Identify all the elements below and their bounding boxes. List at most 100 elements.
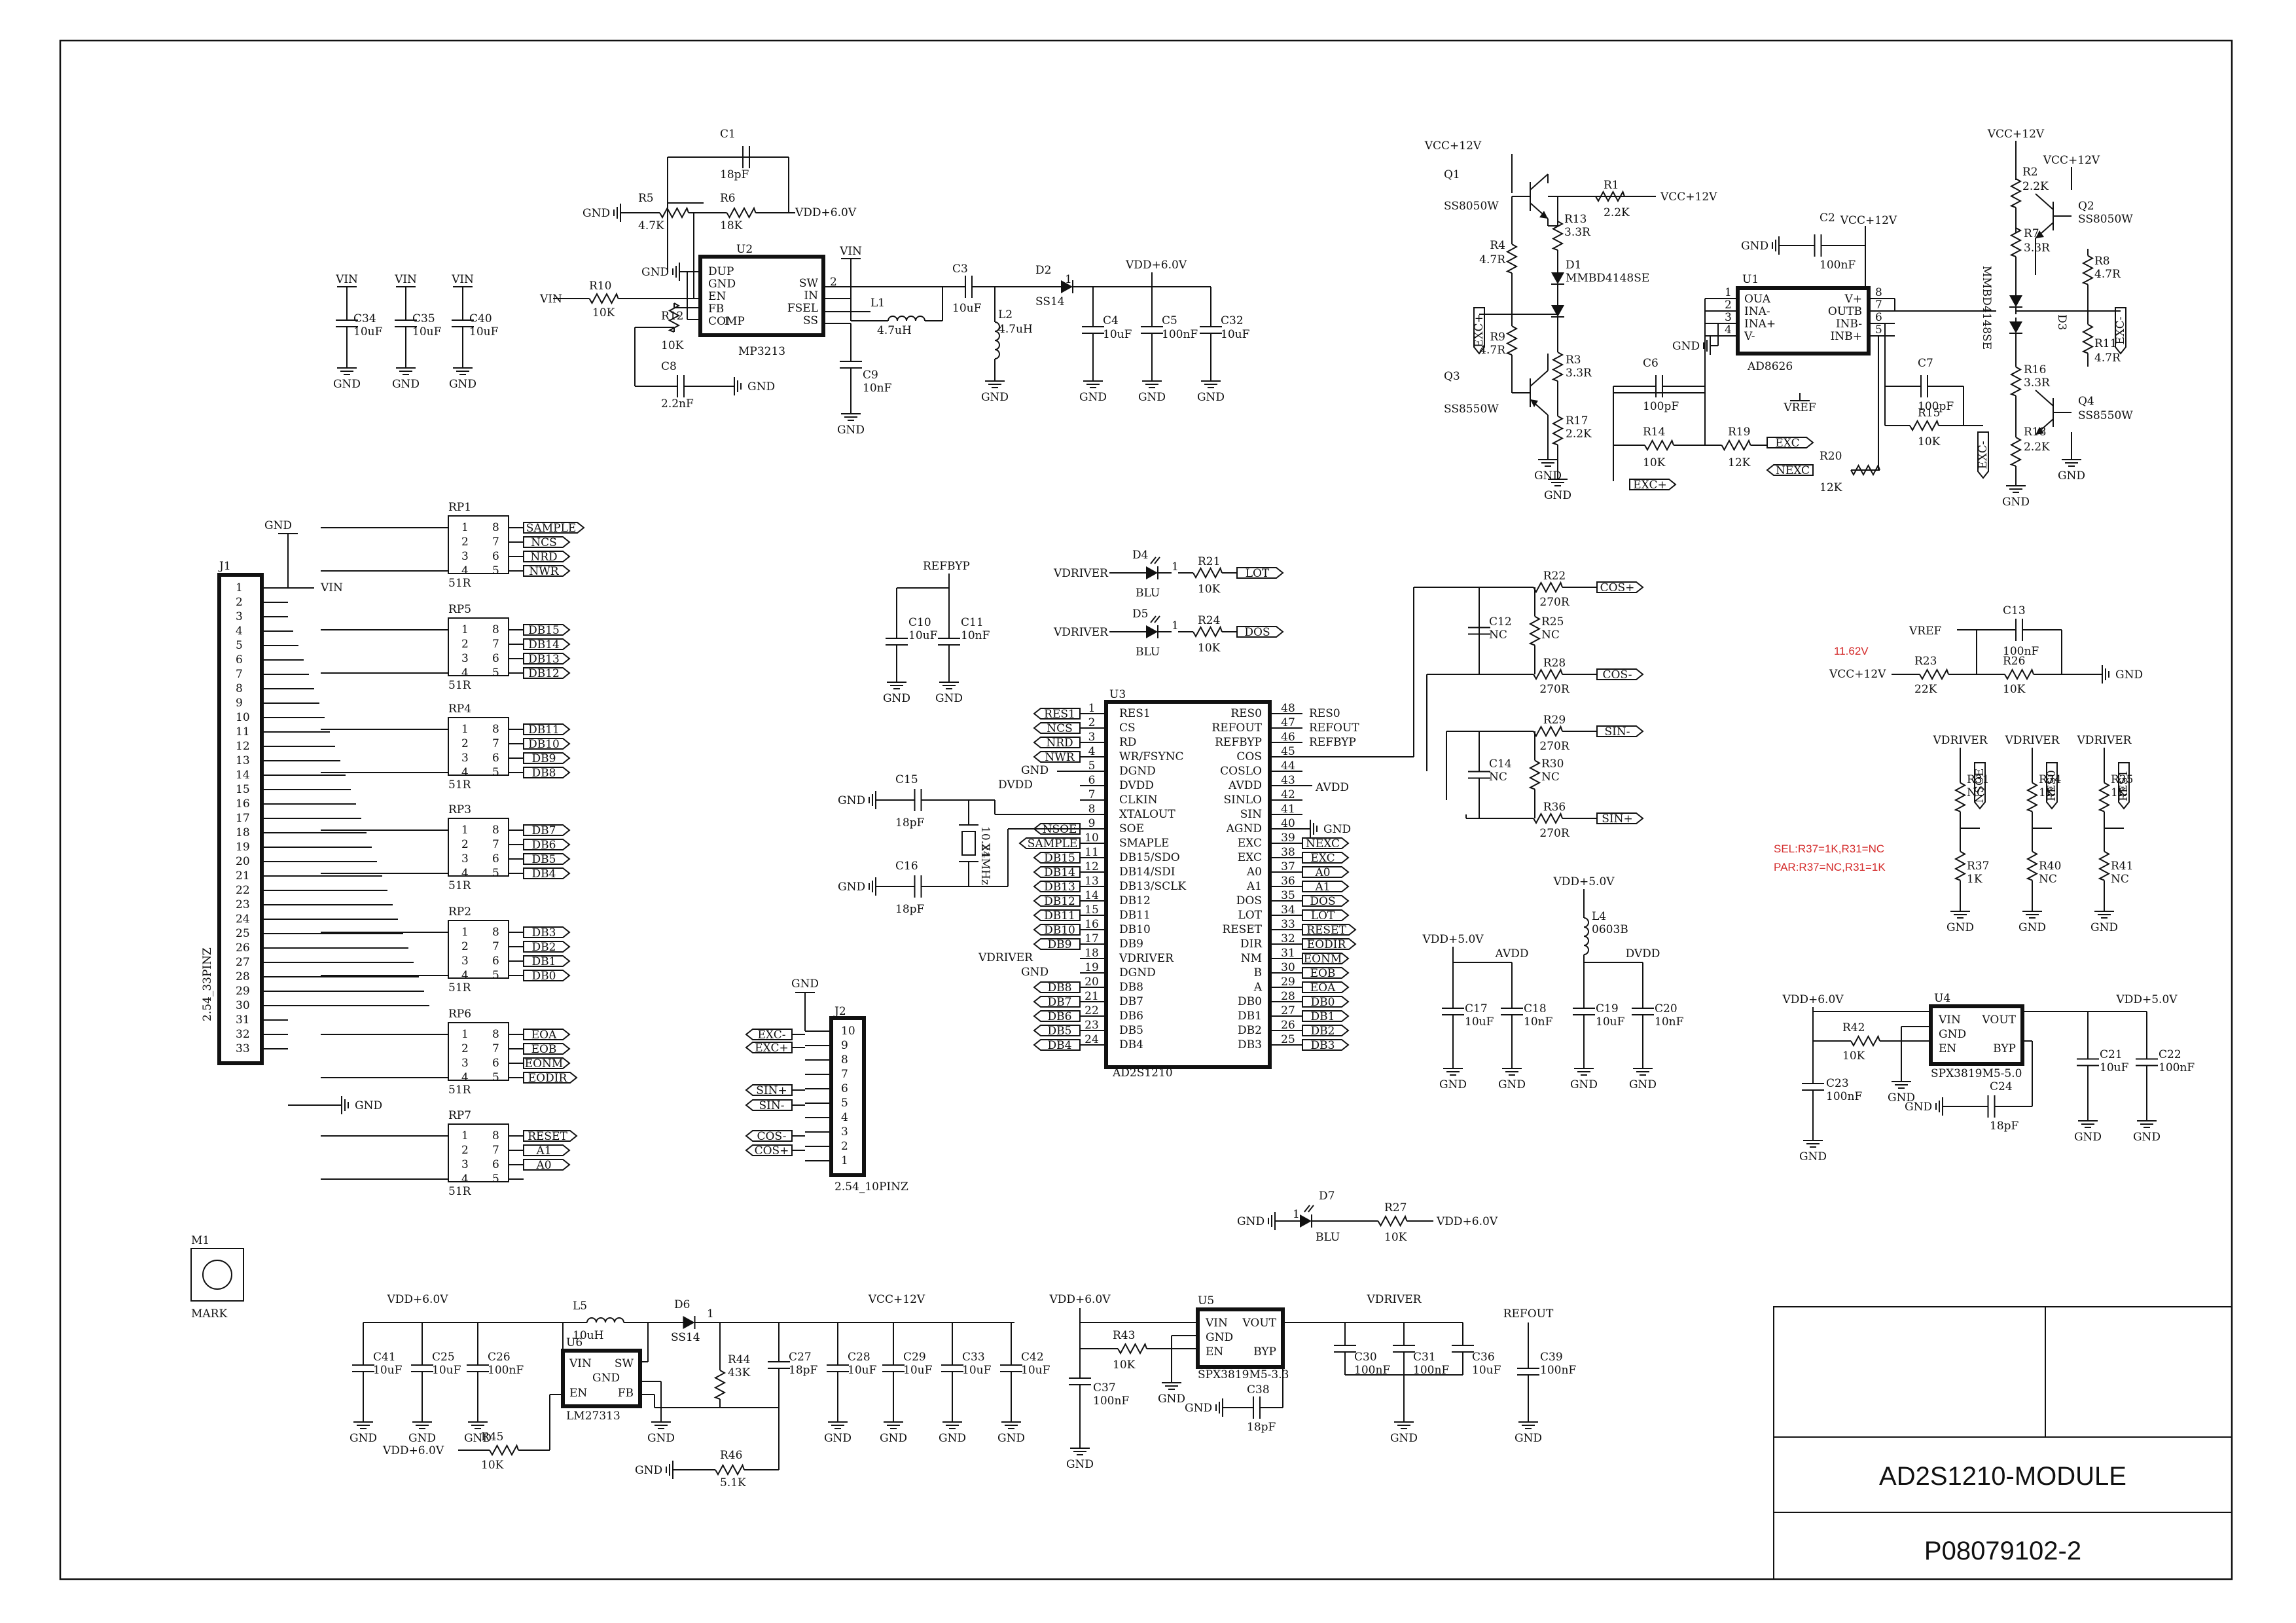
label: 12K bbox=[1820, 481, 1842, 494]
ref: C35 bbox=[412, 312, 435, 325]
label: BYP bbox=[1993, 1042, 2016, 1055]
wire bbox=[1150, 615, 1157, 623]
label: REFOUT bbox=[1309, 721, 1359, 735]
label: SW bbox=[615, 1357, 634, 1370]
gnd-label: GND bbox=[1905, 1101, 1932, 1114]
net-flag: DB8 bbox=[532, 767, 556, 780]
wire bbox=[2009, 321, 2022, 333]
label: 24 bbox=[1085, 1033, 1099, 1046]
ground-symbol: VDD+5.0VAVDDGNDC1710uFGNDC1810nFVDD+5.0V… bbox=[1422, 875, 1683, 1091]
power-label: VIN bbox=[839, 245, 862, 258]
net-flag: EXC bbox=[1310, 852, 1335, 865]
label: C6 bbox=[1643, 357, 1659, 370]
label: 100nF bbox=[1826, 1090, 1862, 1103]
label: 10K bbox=[661, 339, 684, 352]
label: 6 bbox=[1088, 774, 1096, 787]
label: INB- bbox=[1836, 318, 1862, 331]
label: 5 bbox=[492, 564, 499, 577]
wire bbox=[1302, 938, 1357, 950]
label: SPX3819M5-5.0 bbox=[1931, 1067, 2022, 1080]
wire bbox=[1300, 1214, 1312, 1228]
wire bbox=[1551, 415, 1564, 446]
note-voltage: 11.62V bbox=[1834, 645, 1869, 657]
label: GND bbox=[1021, 764, 1049, 777]
label: RP7 bbox=[448, 1109, 471, 1122]
cos-sin-filters: R22270RCOS+R28270RCOS-R29270RSIN-R36270R… bbox=[1302, 570, 1644, 840]
label: 43K bbox=[728, 1366, 751, 1379]
wire bbox=[448, 818, 509, 877]
label: 8 bbox=[492, 723, 499, 736]
net-flag: EXC+ bbox=[1633, 479, 1666, 492]
label: 10uF bbox=[432, 1364, 461, 1377]
net-flag: NEXC bbox=[1776, 464, 1810, 477]
net-flag: DB14 bbox=[1044, 866, 1075, 879]
net-flag: DB1 bbox=[1311, 1010, 1335, 1023]
net-flag: EOB bbox=[1310, 967, 1336, 980]
label: C41 bbox=[373, 1351, 396, 1364]
label: 3 bbox=[461, 1057, 469, 1070]
wire bbox=[1766, 464, 1814, 476]
label: C25 bbox=[432, 1351, 455, 1364]
label: 1 bbox=[1725, 286, 1732, 299]
label: R3 bbox=[1566, 354, 1581, 367]
label: 2.2K bbox=[1604, 206, 1630, 219]
label: EXC bbox=[1238, 851, 1262, 864]
label: 6 bbox=[492, 752, 499, 765]
label: 8 bbox=[236, 682, 243, 695]
label: NM bbox=[1241, 952, 1262, 965]
wire bbox=[1302, 895, 1350, 907]
label: R36 bbox=[1543, 801, 1566, 814]
wire bbox=[2026, 850, 2039, 881]
label: VIN bbox=[1938, 1013, 1961, 1027]
label: R31 bbox=[1967, 773, 1989, 786]
label: 2 bbox=[461, 1042, 469, 1055]
label: 4.7uH bbox=[877, 324, 912, 337]
net-flag: EODIR bbox=[528, 1072, 568, 1085]
wire bbox=[1596, 668, 1644, 680]
label: VOUT bbox=[1981, 1013, 2016, 1027]
label: REFOUT bbox=[1211, 721, 1262, 735]
label: 12 bbox=[1085, 860, 1099, 873]
net-flag: DB5 bbox=[532, 853, 556, 866]
svg-text:MARK: MARK bbox=[191, 1307, 227, 1321]
label: 10K bbox=[1842, 1049, 1865, 1063]
label: 3 bbox=[461, 550, 469, 563]
label: 10K bbox=[1384, 1231, 1407, 1244]
label: Q3 bbox=[1444, 370, 1460, 383]
label: 10 bbox=[1085, 831, 1099, 845]
gnd-label: GND bbox=[408, 1432, 436, 1445]
label: 8 bbox=[492, 623, 499, 636]
wire bbox=[745, 1084, 793, 1096]
net-flag: RESET bbox=[528, 1130, 567, 1143]
label: INB+ bbox=[1831, 330, 1862, 343]
label: DB15/SDO bbox=[1119, 851, 1180, 864]
wire bbox=[2081, 255, 2094, 285]
title-block: AD2S1210-MODULE P08079102-2 bbox=[1773, 1306, 2233, 1580]
label: R43 bbox=[1113, 1329, 1135, 1342]
wire bbox=[1530, 399, 1538, 407]
label: 10uF bbox=[1103, 328, 1132, 341]
gnd-label: GND bbox=[1946, 921, 1974, 934]
wire bbox=[1193, 625, 1223, 638]
net-flag: DB6 bbox=[1048, 1010, 1072, 1023]
label: 1K bbox=[1967, 873, 1982, 886]
gnd-label: GND bbox=[350, 1432, 377, 1445]
label: C10 bbox=[908, 616, 931, 629]
net-flag: DB2 bbox=[532, 941, 556, 954]
net-flag: RES0 bbox=[2045, 770, 2058, 801]
label: 270R bbox=[1539, 827, 1570, 840]
label: 2 bbox=[841, 1140, 848, 1153]
label: 10nF bbox=[863, 382, 892, 395]
gnd-label: GND bbox=[1197, 391, 1225, 404]
label: BLU bbox=[1136, 646, 1160, 659]
ref: C34 bbox=[353, 312, 376, 325]
wire bbox=[888, 316, 925, 321]
wire bbox=[1154, 615, 1160, 623]
net-flag: NRD bbox=[530, 551, 557, 564]
wire bbox=[1954, 782, 1967, 812]
wire bbox=[2009, 437, 2022, 467]
label: 5 bbox=[492, 1071, 499, 1084]
